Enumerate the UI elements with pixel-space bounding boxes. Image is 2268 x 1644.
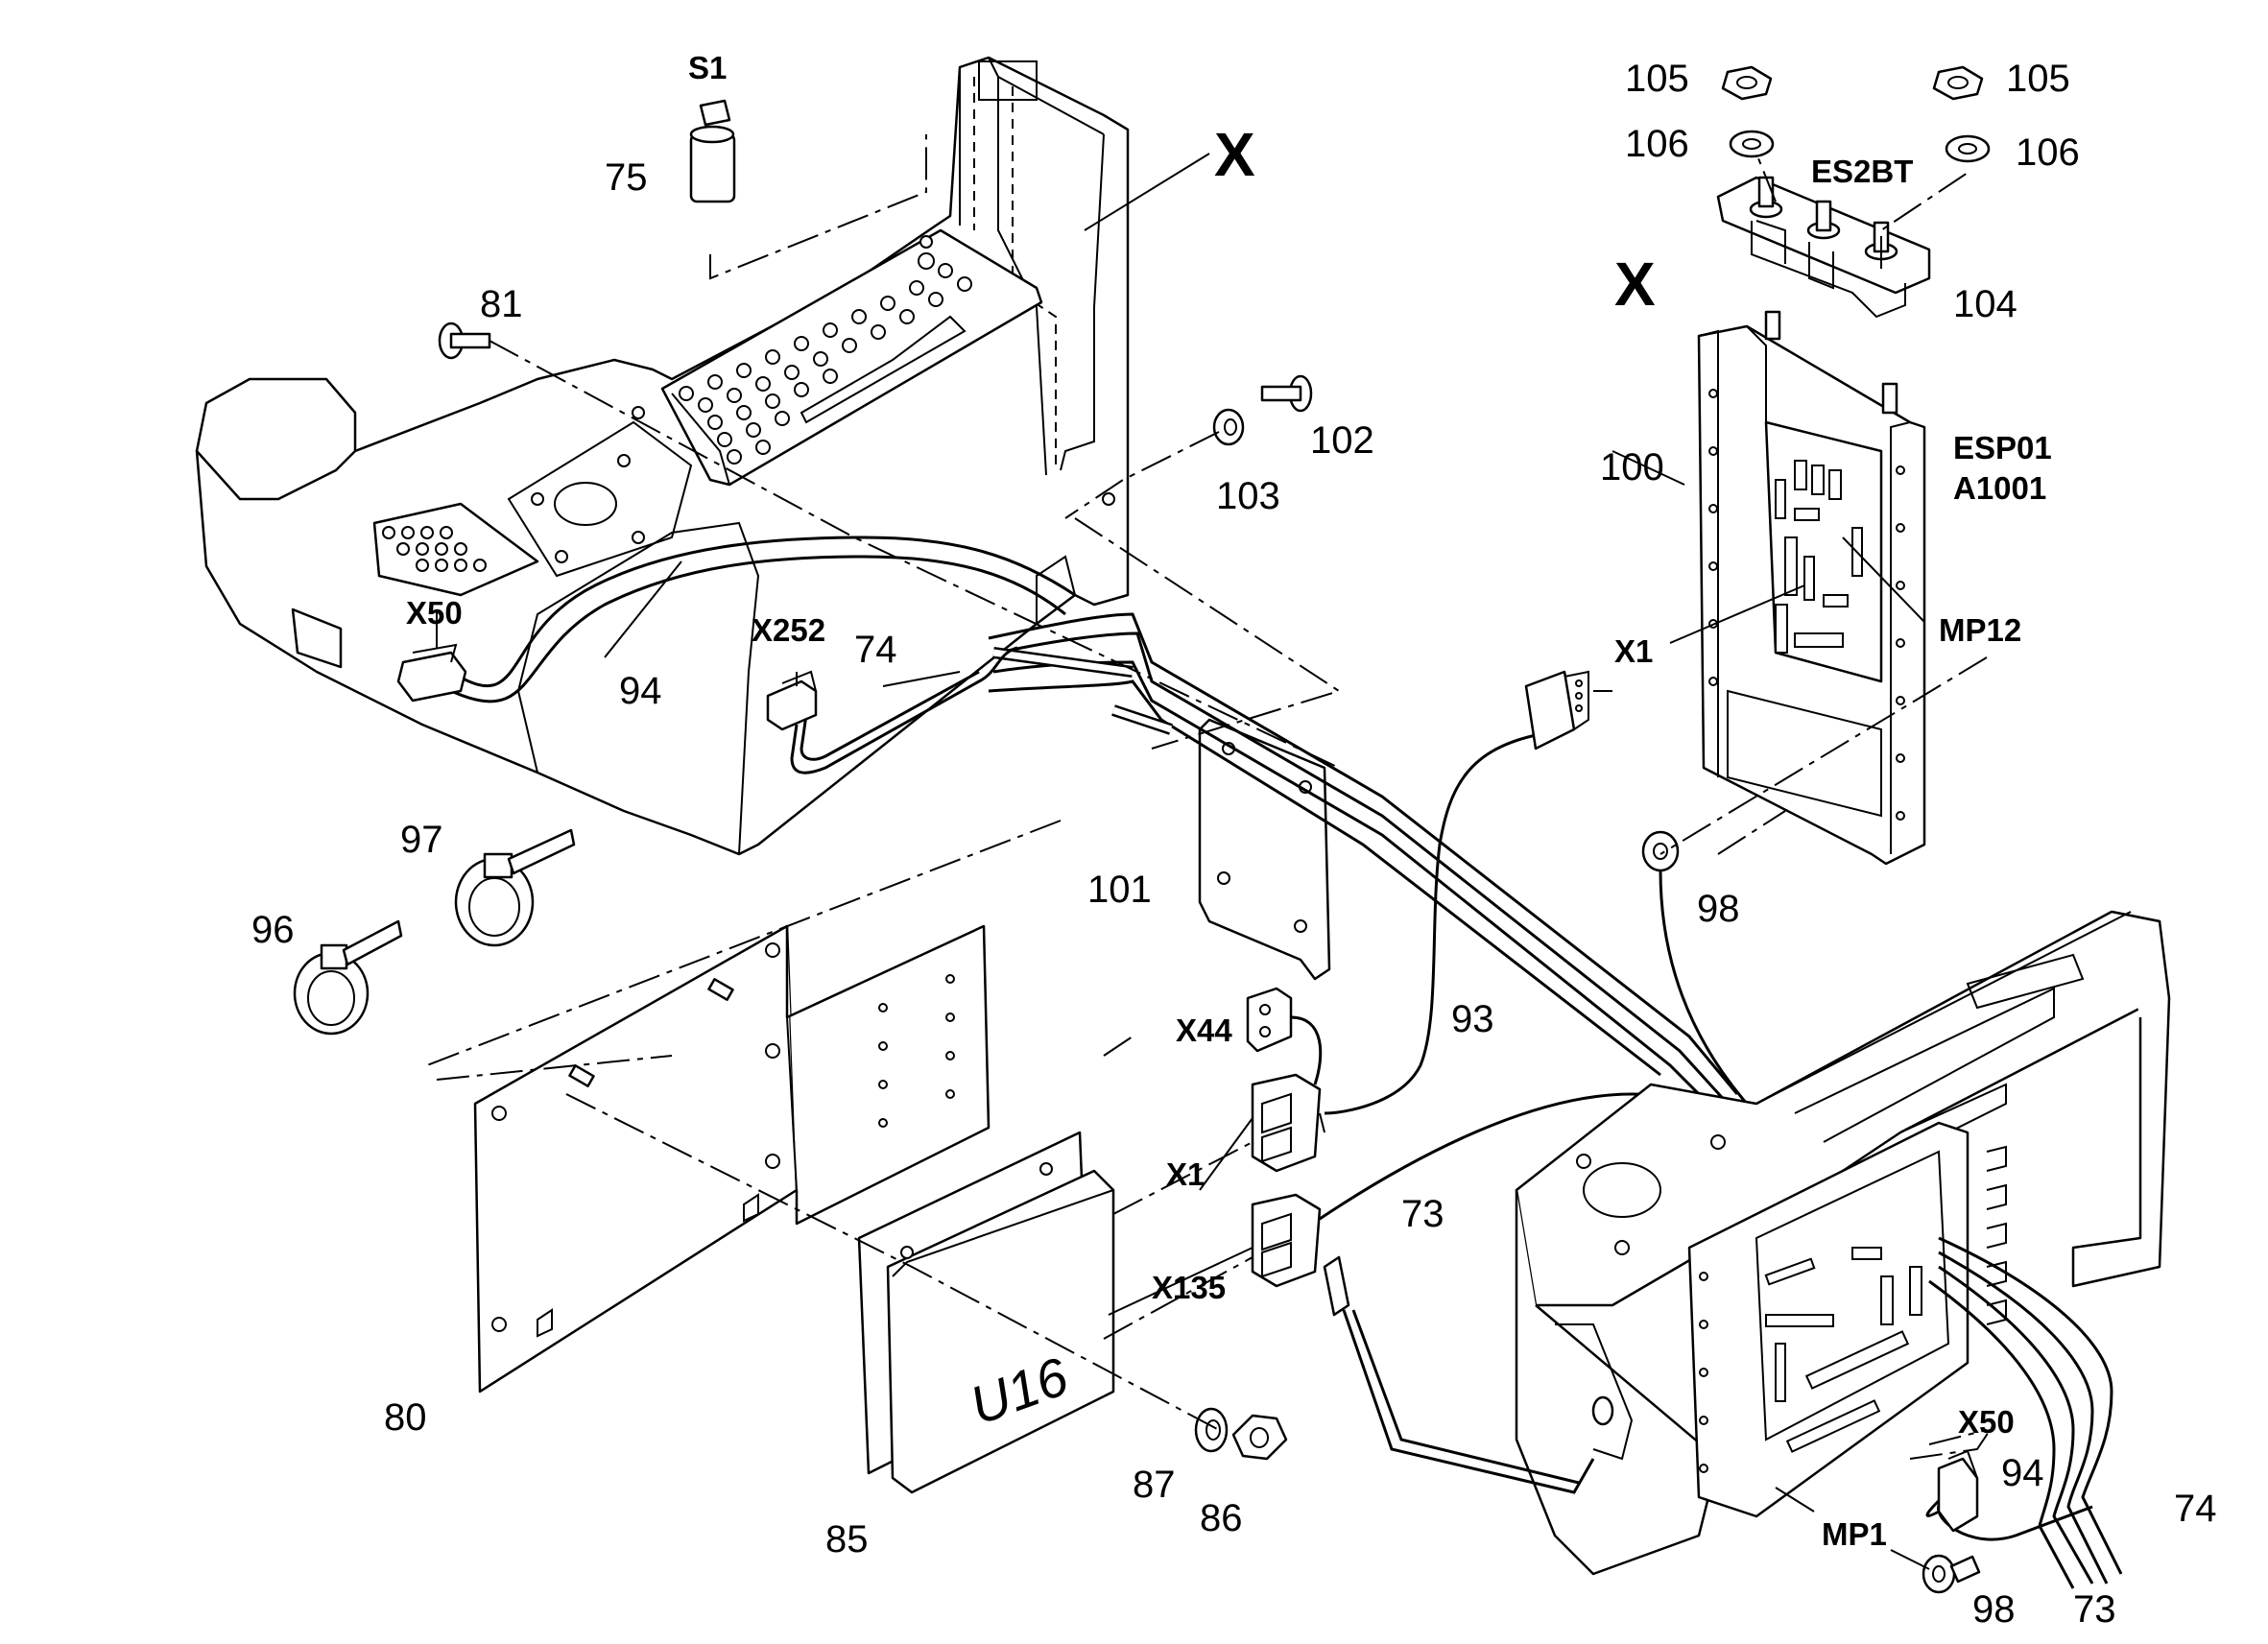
ground-cable-98-top bbox=[1641, 830, 1749, 1105]
label-mp12: MP12 bbox=[1939, 612, 2021, 648]
lower-board-components bbox=[1764, 1247, 1922, 1453]
rack-slots bbox=[1986, 1145, 2007, 1325]
label-105-right: 105 bbox=[2006, 58, 2070, 100]
label-x44: X44 bbox=[1176, 1013, 1232, 1048]
harness-74-left bbox=[766, 646, 1018, 774]
cable-tie-97 bbox=[454, 828, 576, 947]
connector-x50-left bbox=[396, 643, 467, 703]
washer-103 bbox=[1212, 408, 1245, 446]
label-75: 75 bbox=[605, 156, 648, 199]
label-73-mid: 73 bbox=[1401, 1193, 1444, 1235]
connector-x1-top bbox=[1524, 670, 1589, 751]
washer-106-left bbox=[1729, 130, 1775, 158]
label-esp01: ESP01 bbox=[1953, 430, 2052, 465]
ground-cable-98-bottom bbox=[1922, 1554, 1981, 1594]
label-x252: X252 bbox=[752, 612, 825, 648]
label-87: 87 bbox=[1133, 1464, 1176, 1506]
label-86: 86 bbox=[1200, 1497, 1243, 1539]
label-85: 85 bbox=[825, 1518, 869, 1561]
harness-right bbox=[1925, 1236, 2123, 1589]
connector-x252 bbox=[766, 670, 818, 731]
cable-tie-96 bbox=[293, 919, 403, 1036]
label-105-left: 105 bbox=[1625, 58, 1689, 100]
label-74-right: 74 bbox=[2174, 1488, 2217, 1530]
plate-80-holes bbox=[491, 942, 955, 1332]
label-x-top: X bbox=[1214, 120, 1255, 189]
label-96: 96 bbox=[251, 909, 295, 951]
mounting-holes bbox=[1708, 389, 1905, 821]
front-arm-holes bbox=[382, 526, 487, 572]
leader-lines bbox=[436, 153, 1930, 1570]
nut-105-right bbox=[1932, 65, 1984, 101]
label-94-right: 94 bbox=[2001, 1452, 2044, 1494]
label-a1001: A1001 bbox=[1953, 470, 2046, 506]
label-94-left: 94 bbox=[619, 670, 662, 712]
label-102: 102 bbox=[1310, 419, 1374, 462]
label-80: 80 bbox=[384, 1396, 427, 1439]
cable-93 bbox=[1324, 670, 1589, 1115]
mounting-plate-101 bbox=[1198, 718, 1331, 981]
key-switch-s1 bbox=[689, 99, 736, 203]
console-base bbox=[1323, 910, 2171, 1576]
label-106-right: 106 bbox=[2016, 131, 2080, 174]
label-101: 101 bbox=[1087, 869, 1152, 911]
screw-102 bbox=[1260, 374, 1313, 413]
base-mounting-holes bbox=[1699, 1272, 1708, 1473]
nut-86 bbox=[1231, 1414, 1288, 1461]
label-98-top: 98 bbox=[1697, 888, 1740, 930]
label-x1-top: X1 bbox=[1614, 633, 1653, 669]
label-97: 97 bbox=[400, 819, 443, 861]
bracket-plate-80 bbox=[473, 924, 991, 1394]
connector-x50-right bbox=[1937, 1449, 1979, 1533]
label-x-right: X bbox=[1614, 250, 1656, 319]
label-103: 103 bbox=[1216, 475, 1280, 517]
washer-87 bbox=[1194, 1407, 1229, 1453]
label-x50-left: X50 bbox=[406, 595, 463, 631]
label-100: 100 bbox=[1600, 446, 1664, 488]
washer-106-right bbox=[1945, 134, 1991, 163]
label-104: 104 bbox=[1953, 283, 2017, 325]
harness-94-left bbox=[396, 536, 1076, 703]
connector-x44 bbox=[1246, 987, 1323, 1085]
label-x50-right: X50 bbox=[1958, 1404, 2015, 1440]
switch-bracket bbox=[1716, 176, 1931, 319]
label-98-bottom: 98 bbox=[1972, 1588, 2016, 1631]
label-s1: S1 bbox=[688, 50, 727, 85]
label-74-left: 74 bbox=[854, 629, 897, 671]
nut-105-left bbox=[1721, 65, 1773, 101]
connector-x1-mid bbox=[1251, 1073, 1322, 1173]
label-81: 81 bbox=[480, 283, 523, 325]
label-es2bt: ES2BT bbox=[1811, 154, 1913, 189]
labels: S1 75 X 81 X50 X252 74 94 102 103 105 10… bbox=[251, 50, 2217, 1631]
label-x1-mid: X1 bbox=[1166, 1156, 1205, 1192]
screw-81 bbox=[438, 322, 491, 360]
label-73-bottom: 73 bbox=[2073, 1588, 2116, 1631]
board-components bbox=[1775, 460, 1863, 654]
label-mp1: MP1 bbox=[1822, 1516, 1887, 1552]
label-93: 93 bbox=[1451, 998, 1494, 1040]
console-frame bbox=[195, 56, 1130, 856]
controller-u16: U16 bbox=[857, 1131, 1115, 1494]
assembly-axes bbox=[426, 134, 1997, 1460]
armrest-holes bbox=[679, 235, 972, 465]
label-x135: X135 bbox=[1152, 1270, 1226, 1305]
label-106-left: 106 bbox=[1625, 123, 1689, 165]
wiring-harness bbox=[988, 612, 1739, 1115]
